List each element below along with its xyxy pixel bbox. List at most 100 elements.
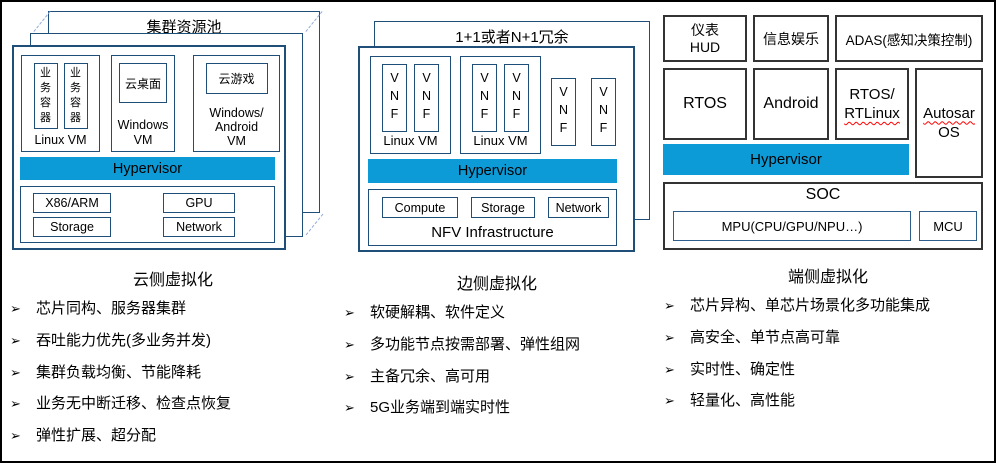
linux-vm-label: Linux VM (473, 133, 528, 149)
list-item: ➢ 吞吐能力优先(多业务并发) (10, 332, 336, 351)
vnf-box: VNF (472, 64, 497, 132)
list-item: ➢ 轻量化、高性能 (664, 392, 992, 411)
nfv-network: Network (548, 197, 609, 218)
hw-network: Network (163, 217, 235, 237)
bullet-text: 业务无中断迁移、检查点恢复 (36, 395, 232, 413)
arrow-bullet-icon: ➢ (664, 329, 675, 345)
list-item: ➢ 主备冗余、高可用 (344, 368, 650, 387)
arrow-bullet-icon: ➢ (344, 305, 355, 320)
container-row: 业务容器 业务容器 (22, 63, 99, 129)
mcu-box: MCU (919, 211, 977, 241)
device-notes-title: 端侧虚拟化 (787, 269, 868, 286)
edge-notes-title: 边侧虚拟化 (456, 276, 537, 293)
vnf-box: VNF (382, 64, 407, 132)
list-item: ➢ 多功能节点按需部署、弹性组网 (344, 336, 650, 355)
arrow-bullet-icon: ➢ (10, 332, 21, 348)
bullet-text: 集群负载均衡、节能降耗 (36, 363, 202, 381)
bullet-text: 软硬解耦、软件定义 (370, 304, 506, 321)
list-item: ➢芯片同构、服务器集群 (10, 300, 336, 319)
arrow-bullet-icon: ➢ (10, 301, 21, 316)
cloud-hypervisor-bar: Hypervisor (20, 157, 275, 180)
list-item: ➢ 集群负载均衡、节能降耗 (10, 364, 336, 383)
bullet-text: 高安全、单节点高可靠 (690, 328, 841, 346)
edge-linux-vm-2: VNF VNF Linux VM (460, 56, 541, 154)
arrow-bullet-icon: ➢ (664, 393, 675, 409)
cloud-hardware-box: X86/ARM GPU Storage Network (20, 186, 275, 243)
nfv-infrastructure-label: NFV Infrastructure (431, 224, 554, 241)
linux-vm-label: Linux VM (383, 133, 438, 149)
arrow-bullet-icon: ➢ (10, 396, 21, 412)
arrow-bullet-icon: ➢ (10, 428, 21, 443)
autosar-os-box: Autosar OS (915, 68, 983, 178)
cloud-notes-section: 云侧虚拟化 ➢芯片同构、服务器集群 ➢ 吞吐能力优先(多业务并发) ➢ 集群负载均衡… (10, 266, 336, 459)
bullet-text: 轻量化、高性能 (690, 392, 796, 410)
cluster-pool-title: 集群资源池 (146, 19, 222, 36)
edge-hypervisor-bar: Hypervisor (368, 159, 617, 183)
list-item: ➢5G业务端到端实时性 (344, 399, 650, 418)
edge-notes-section: 边侧虚拟化 ➢ 软硬解耦、软件定义 ➢ 多功能节点按需部署、弹性组网 ➢ 主备冗余、高… (344, 270, 650, 431)
standalone-vnf-box: VNF (591, 78, 616, 146)
rtos-os-box: RTOS (663, 68, 747, 140)
autosar-label: Autosar (923, 104, 975, 122)
vnf-box: VNF (504, 64, 529, 132)
device-hypervisor-bar: Hypervisor (663, 144, 909, 175)
windows-vm-label: Windows VM (117, 118, 169, 147)
infotainment-app-box: 信息娱乐 (753, 15, 829, 62)
cloud-desktop-box: 云桌面 (119, 63, 167, 103)
bullet-text: 主备冗余、高可用 (370, 367, 491, 385)
autosar-os-label: OS (938, 124, 960, 141)
perspective-dash-bottom-right (305, 213, 324, 236)
rtos-slash-label: RTOS/ (849, 85, 895, 103)
bullet-text: 吞吐能力优先(多业务并发) (36, 331, 211, 349)
list-item: ➢ 软硬解耦、软件定义 (344, 304, 650, 323)
hw-storage: Storage (33, 217, 111, 237)
vnf-row: VNF VNF (371, 64, 450, 132)
hw-x86-arm: X86/ARM (33, 193, 111, 213)
arrow-bullet-icon: ➢ (10, 364, 21, 380)
nfv-compute: Compute (382, 197, 458, 218)
hud-app-box: 仪表 HUD (663, 15, 747, 62)
redundancy-title: 1+1或者N+1冗余 (455, 29, 569, 46)
business-container-box: 业务容器 (63, 63, 88, 129)
win-android-vm-label: Windows/ Android VM (209, 106, 264, 148)
business-container-box: 业务容器 (33, 63, 58, 129)
rtlinux-label: RTLinux (844, 105, 900, 122)
list-item: ➢ 实时性、确定性 (664, 361, 992, 380)
standalone-vnf-box: VNF (551, 78, 576, 146)
arrow-bullet-icon: ➢ (344, 336, 355, 352)
linux-vm-label: Linux VM (34, 132, 87, 147)
cloud-gaming-box: 云游戏 (205, 63, 268, 94)
arrow-bullet-icon: ➢ (344, 368, 355, 384)
android-os-box: Android (753, 68, 829, 140)
bullet-text: 芯片异构、单芯片场景化多功能集成 (690, 297, 931, 314)
mpu-box: MPU(CPU/GPU/NPU…) (673, 211, 911, 241)
arrow-bullet-icon: ➢ (664, 361, 675, 377)
vnf-box: VNF (414, 64, 439, 132)
bullet-text: 弹性扩展、超分配 (36, 427, 157, 444)
cloud-windows-vm: 云桌面 Windows VM (111, 55, 175, 152)
nfv-storage: Storage (471, 197, 535, 218)
cloud-linux-vm: 业务容器 业务容器 Linux VM (21, 55, 100, 152)
cloud-notes-title: 云侧虚拟化 (132, 272, 213, 289)
device-notes-section: 端侧虚拟化 ➢ 芯片异构、单芯片场景化多功能集成 ➢ 高安全、单节点高可靠 ➢ 实时性… (664, 263, 992, 424)
arrow-bullet-icon: ➢ (664, 298, 675, 313)
rtos-rtlinux-os-box: RTOS/ RTLinux (835, 68, 909, 140)
nfv-infrastructure-box: Compute Storage Network NFV Infrastructu… (368, 189, 617, 246)
list-item: ➢ 弹性扩展、超分配 (10, 427, 336, 446)
cloud-front-layer: 业务容器 业务容器 Linux VM 云桌面 Windows VM 云游戏 Wi… (12, 45, 286, 250)
bullet-text: 实时性、确定性 (690, 360, 796, 378)
hw-gpu: GPU (163, 193, 235, 213)
vnf-row: VNF VNF (461, 64, 540, 132)
edge-front-layer: VNF VNF Linux VM VNF VNF Linux VM VNF VN… (358, 46, 635, 252)
bullet-text: 多功能节点按需部署、弹性组网 (370, 335, 581, 353)
bullet-text: 5G业务端到端实时性 (370, 399, 511, 417)
soc-box: SOC MPU(CPU/GPU/NPU…) MCU (663, 182, 983, 250)
list-item: ➢ 芯片异构、单芯片场景化多功能集成 (664, 297, 992, 316)
soc-label: SOC (805, 186, 841, 203)
list-item: ➢ 高安全、单节点高可靠 (664, 329, 992, 348)
adas-app-box: ADAS(感知决策控制) (835, 15, 983, 62)
list-item: ➢ 业务无中断迁移、检查点恢复 (10, 395, 336, 414)
cloud-win-android-vm: 云游戏 Windows/ Android VM (193, 55, 280, 152)
edge-linux-vm-1: VNF VNF Linux VM (370, 56, 451, 154)
